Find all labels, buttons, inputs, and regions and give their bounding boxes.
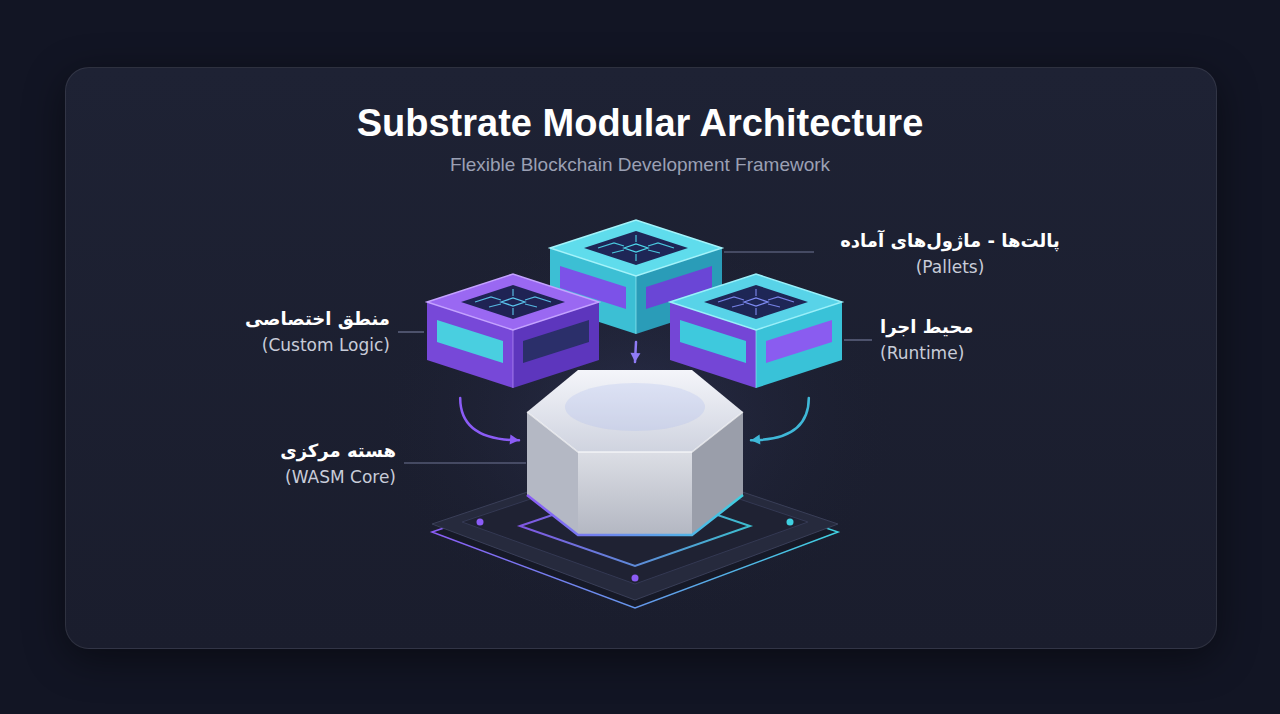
cube-top-face [427, 274, 599, 330]
cube-inner-socket [461, 285, 565, 319]
node-label: پالت‌ها - ماژول‌های آماده(Pallets) [839, 228, 1061, 280]
leader-line [724, 251, 814, 252]
halo-glow [365, 210, 905, 630]
circuit-chip [744, 298, 768, 306]
cube-top-face [550, 220, 722, 276]
core-top-sheen [565, 383, 705, 431]
flow-arrow [751, 398, 809, 445]
core-base-glow [527, 495, 743, 535]
label-wrap: Flexible Blockchain Development Framewor… [0, 153, 1280, 177]
node-label: منطق اختصاصی(Custom Logic) [242, 306, 390, 358]
leader-line [844, 339, 872, 340]
leader-line [404, 462, 526, 463]
core-edge-highlight [527, 412, 743, 452]
arrow-head [751, 435, 760, 445]
subtitle-text: Flexible Blockchain Development Framewor… [0, 153, 1280, 177]
core-node: هسته مرکزی(WASM Core) [525, 365, 745, 540]
cube-side-band [680, 320, 746, 363]
label-en: (Custom Logic) [242, 332, 390, 358]
cube-side-band [437, 320, 503, 363]
cube-inner-socket [584, 231, 688, 265]
module-cube [427, 274, 599, 388]
cube-inner-socket [704, 285, 808, 319]
cube-edge [756, 330, 757, 388]
arrow-line [751, 398, 809, 440]
module-cube [670, 274, 842, 388]
platform-dot [632, 575, 639, 582]
label-fa: محیط اجرا [880, 314, 976, 340]
circuit-lines [718, 289, 794, 315]
arrow-head [630, 353, 640, 362]
circuit-lines [598, 235, 674, 261]
cube-side-band [766, 320, 832, 363]
label-fa: هسته مرکزی [278, 438, 396, 464]
label-en: (Runtime) [880, 340, 976, 366]
core-top-face [527, 370, 743, 452]
platform-dot [787, 519, 794, 526]
leader-line [398, 331, 424, 332]
label-fa: منطق اختصاصی [242, 306, 390, 332]
label-en: (Pallets) [839, 254, 1061, 280]
platform-dot [477, 519, 484, 526]
node-shape [525, 365, 745, 540]
flow-arrow [460, 398, 519, 445]
flow-arrow [630, 342, 640, 362]
cube-edge [636, 276, 637, 334]
arrow-head [510, 435, 519, 445]
label-fa: پالت‌ها - ماژول‌های آماده [839, 228, 1061, 254]
arrow-line [460, 398, 519, 440]
circuit-chip [501, 298, 525, 306]
circuit-chip [624, 244, 648, 252]
title-wrap: Substrate Modular Architecture [0, 100, 1280, 146]
node-label: محیط اجرا(Runtime) [880, 314, 976, 366]
node-label: هسته مرکزی(WASM Core) [278, 438, 396, 490]
cube-top-face [670, 274, 842, 330]
cube-edge [513, 330, 514, 388]
wasm-core-prism [527, 370, 743, 535]
circuit-lines [475, 289, 551, 315]
diagram-title: Substrate Modular Architecture [0, 100, 1280, 146]
core-front-face [578, 452, 692, 535]
label-en: (WASM Core) [278, 464, 396, 490]
cube-side-band [523, 320, 589, 363]
